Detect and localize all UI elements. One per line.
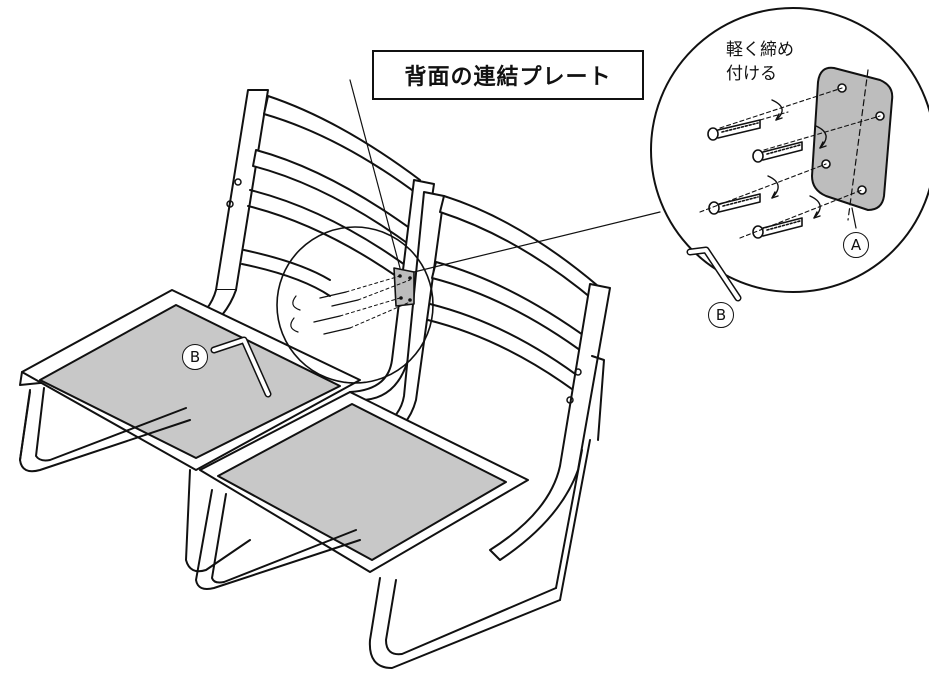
zoom-circle-large xyxy=(650,7,929,302)
zoom-leader-line xyxy=(413,211,661,273)
instruction-line-1: 軽く締め xyxy=(726,40,794,60)
hex-wrench-detail xyxy=(688,248,740,300)
part-label-a: A xyxy=(843,232,869,258)
connecting-plate xyxy=(811,66,894,211)
zoom-circle-small xyxy=(276,226,434,384)
title-leader-line xyxy=(349,79,401,269)
tighten-instruction: 軽く締め 付ける xyxy=(726,38,794,86)
hex-wrench-main xyxy=(210,336,272,398)
section-title: 背面の連結プレート xyxy=(372,50,644,100)
instruction-line-2: 付ける xyxy=(726,64,777,84)
part-label-b-main: B xyxy=(182,344,208,370)
left-chair xyxy=(19,89,435,573)
part-label-b-detail: B xyxy=(708,302,734,328)
label-a-leader xyxy=(851,207,857,229)
bolts xyxy=(707,119,803,239)
frame-bolt-holes xyxy=(226,178,582,404)
right-chair xyxy=(195,191,611,669)
rotation-arrows xyxy=(767,99,827,219)
